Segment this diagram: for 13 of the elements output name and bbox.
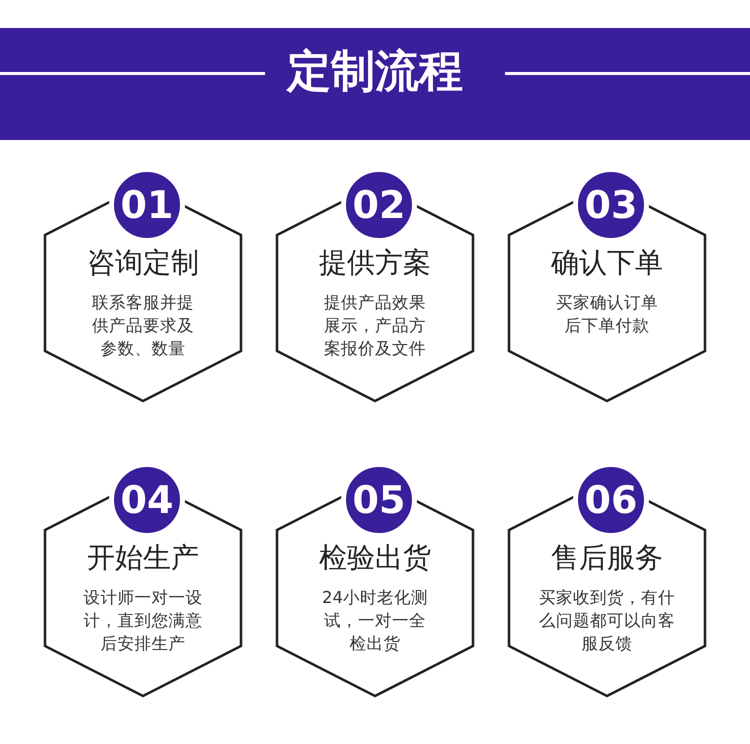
step-description: 联系客服并提供产品要求及参数、数量 [91,292,195,360]
step-title: 开始生产 [87,540,199,576]
step-title: 确认下单 [551,245,663,281]
step-description: 设计师一对一设计，直到您满意后安排生产 [82,587,204,655]
step-description: 买家确认订单后下单付款 [555,292,659,337]
step-title: 咨询定制 [87,245,199,281]
step-description: 提供产品效果展示，产品方案报价及文件 [323,292,427,360]
step-description: 24小时老化测试，一对一全检出货 [321,587,429,655]
title: 定制流程 [287,45,463,99]
step-description: 买家收到货，有什么问题都可以向客服反馈 [538,587,676,655]
step-title: 检验出货 [319,540,431,576]
step-title: 提供方案 [319,245,431,281]
step-title: 售后服务 [551,540,663,576]
